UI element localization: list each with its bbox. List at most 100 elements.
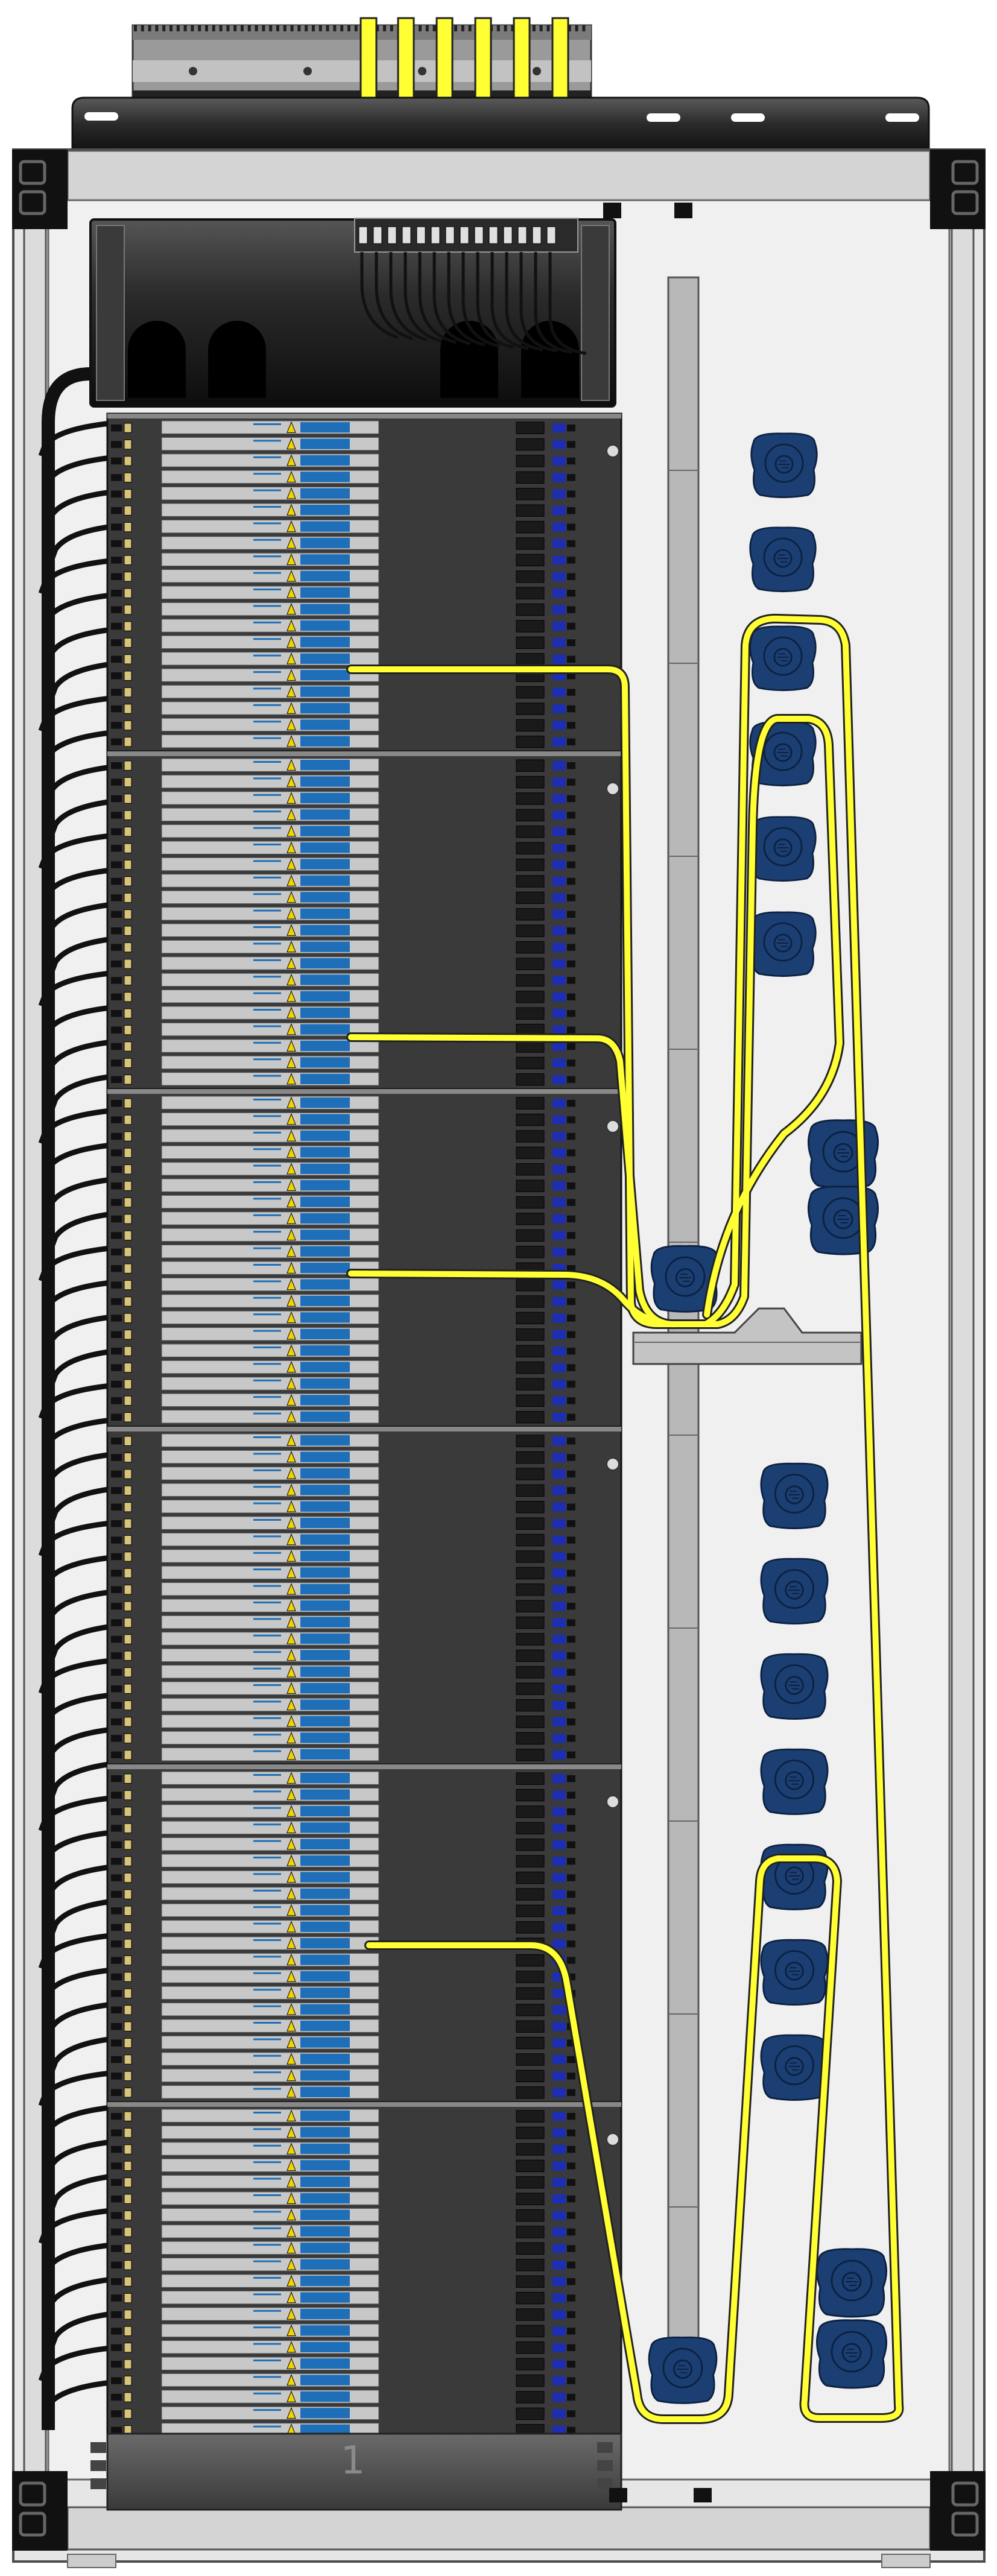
adapter-cap [567, 1281, 575, 1289]
cassette-ports [300, 686, 350, 697]
fiber-spool-icon [749, 911, 817, 977]
adapter-cap [567, 622, 575, 630]
warning-triangle-icon [286, 1632, 296, 1644]
cassette-ports [300, 1097, 350, 1108]
adapter-cap [567, 861, 575, 868]
adapter-cap [567, 1232, 575, 1239]
warning-triangle-icon [286, 874, 296, 886]
front-connector [124, 472, 132, 483]
tray-cable [476, 252, 514, 349]
adapter-cap [567, 441, 575, 448]
adapter-cap [567, 795, 575, 803]
cassette-ports [300, 1147, 350, 1158]
tray-connector [402, 226, 411, 244]
front-connector [124, 604, 132, 615]
adapter-cap [567, 1132, 575, 1140]
tooth [262, 25, 265, 31]
cassette-ports [300, 776, 350, 787]
tooth [290, 25, 294, 31]
front-connector [124, 1955, 132, 1966]
boot [111, 1166, 122, 1173]
front-connector [124, 1452, 132, 1463]
cassette-ports [300, 2424, 350, 2435]
tray-connector [489, 226, 498, 244]
label-strip [253, 654, 281, 657]
adapter [552, 1684, 566, 1694]
cassette-ports [300, 1196, 350, 1207]
adapter [552, 1198, 566, 1207]
boot [111, 1503, 122, 1511]
tooth [212, 25, 215, 31]
adapter-cap [567, 1331, 575, 1338]
cassette-ports [300, 637, 350, 648]
label-strip [253, 1602, 281, 1603]
cassette-ports [300, 1749, 350, 1760]
label-strip [253, 473, 281, 475]
boot [111, 1775, 122, 1782]
cassette-ports [300, 1378, 350, 1389]
adapter [552, 810, 566, 820]
boot [111, 1215, 122, 1223]
label-strip [253, 2343, 281, 2345]
adapter [552, 1807, 566, 1817]
boot [111, 540, 122, 548]
tray-connector [503, 226, 513, 244]
boot [111, 828, 122, 835]
front-connector [124, 1214, 132, 1224]
front-connector [124, 1634, 132, 1644]
fiber-spool-icon [760, 2034, 829, 2101]
adapter [552, 456, 566, 466]
boot [111, 2056, 122, 2063]
front-connector [124, 859, 132, 870]
label-strip [253, 456, 281, 458]
adapter [552, 761, 566, 771]
adapter [552, 1618, 566, 1627]
front-connector [124, 1024, 132, 1035]
front-connector [124, 522, 132, 532]
front-connector [124, 621, 132, 631]
adapter [552, 1889, 566, 1899]
adapter [552, 992, 566, 1002]
warning-triangle-icon [286, 470, 296, 483]
tooth [305, 25, 308, 31]
front-connector [124, 2071, 132, 2082]
warning-triangle-icon [286, 1261, 296, 1274]
rear-module [516, 1378, 545, 1391]
warning-triangle-icon [286, 2142, 296, 2155]
boot [111, 1841, 122, 1848]
tooth [205, 25, 208, 31]
adapter-cap [567, 2278, 575, 2285]
boot [111, 1652, 122, 1659]
tooth [333, 25, 337, 31]
rear-module [516, 1699, 545, 1712]
label-strip [253, 1453, 281, 1455]
adapter [552, 2277, 566, 2287]
front-connector [124, 704, 132, 714]
label-strip [253, 2112, 281, 2114]
front-connector [124, 1889, 132, 1899]
adapter [552, 926, 566, 936]
cassette-ports [300, 1073, 350, 1084]
warning-triangle-icon [286, 619, 296, 631]
warning-triangle-icon [286, 1821, 296, 1834]
rear-module [516, 924, 545, 937]
tray-cable [360, 252, 399, 339]
front-connector [124, 2194, 132, 2204]
cassette-ports [300, 1057, 350, 1068]
adapter [552, 1667, 566, 1677]
tray-connector [474, 226, 484, 244]
cassette-ports [300, 1805, 350, 1817]
adapter [552, 2005, 566, 2015]
cassette-ports [300, 670, 350, 681]
cassette-ports [300, 587, 350, 598]
adapter-cap [567, 2162, 575, 2170]
adapter-cap [567, 828, 575, 835]
warning-triangle-icon [286, 941, 296, 953]
label-strip [253, 1502, 281, 1504]
rear-module [516, 488, 545, 500]
label-strip [253, 1025, 281, 1028]
front-connector [124, 1412, 132, 1422]
label-strip [253, 1379, 281, 1381]
tooth [247, 25, 251, 31]
front-connector [124, 2293, 132, 2303]
